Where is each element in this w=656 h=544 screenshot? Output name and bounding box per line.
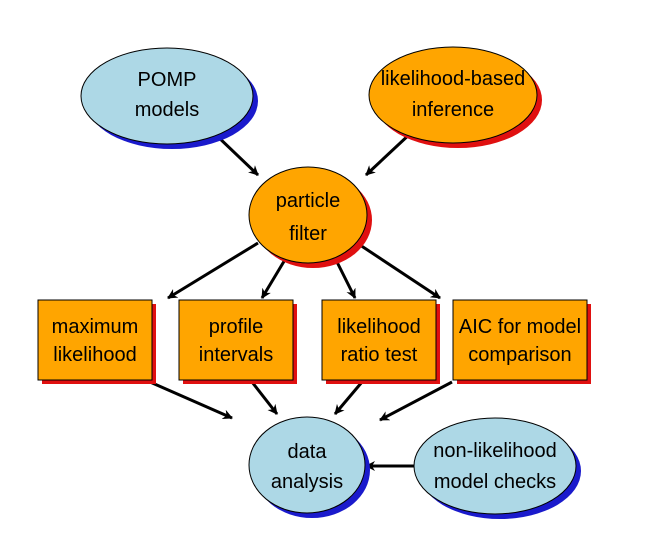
edge-particle-filter-to-profile bbox=[260, 257, 288, 299]
node-label-line1: data bbox=[288, 441, 328, 463]
node-shape bbox=[452, 299, 588, 381]
node-maximum-likelihood: maximum likelihood bbox=[37, 299, 156, 384]
node-label-line1: AIC for model bbox=[459, 316, 581, 338]
edge-likelihood-based-to-particle-filter bbox=[364, 130, 414, 177]
edge-aic-to-data-analysis bbox=[379, 380, 453, 422]
node-shape bbox=[248, 416, 366, 514]
node-non-likelihood-model-checks: non-likelihood model checks bbox=[413, 417, 581, 519]
node-aic-model-comparison: AIC for model comparison bbox=[452, 299, 591, 384]
node-shape bbox=[413, 417, 577, 515]
node-likelihood-based-inference: likelihood-based inference bbox=[368, 46, 542, 148]
node-shape bbox=[368, 46, 538, 144]
edge-max-likelihood-to-data-analysis bbox=[149, 380, 233, 420]
edge-ratio-test-to-data-analysis bbox=[333, 381, 364, 415]
node-shape bbox=[178, 299, 294, 381]
node-label-line2: filter bbox=[289, 223, 327, 245]
node-likelihood-ratio-test: likelihood ratio test bbox=[321, 299, 440, 384]
node-shape bbox=[80, 47, 254, 145]
node-label-line2: models bbox=[135, 99, 199, 121]
node-label-line1: likelihood bbox=[337, 316, 420, 338]
node-label-line2: comparison bbox=[468, 344, 571, 366]
node-label-line1: profile bbox=[209, 316, 263, 338]
node-shape bbox=[248, 166, 368, 264]
node-label-line2: ratio test bbox=[341, 344, 418, 366]
node-label-line2: likelihood bbox=[53, 344, 136, 366]
node-label-line2: inference bbox=[412, 99, 494, 121]
node-particle-filter: particle filter bbox=[248, 166, 372, 268]
node-pomp-models: POMP models bbox=[80, 47, 258, 149]
edge-particle-filter-to-ratio-test bbox=[333, 257, 357, 299]
node-label-line1: particle bbox=[276, 190, 340, 212]
edge-profile-to-data-analysis bbox=[250, 381, 279, 415]
edges bbox=[149, 130, 453, 471]
node-label-line1: POMP bbox=[138, 69, 197, 91]
edge-pomp-to-particle-filter bbox=[213, 132, 260, 177]
edge-particle-filter-to-max-likelihood bbox=[167, 241, 259, 300]
node-profile-intervals: profile intervals bbox=[178, 299, 297, 384]
node-label-line2: intervals bbox=[199, 344, 273, 366]
node-label-line2: model checks bbox=[434, 471, 556, 493]
node-label-line1: likelihood-based bbox=[381, 68, 526, 90]
node-shape bbox=[37, 299, 153, 381]
node-label-line1: maximum bbox=[52, 316, 139, 338]
node-shape bbox=[321, 299, 437, 381]
edge-particle-filter-to-aic bbox=[359, 243, 441, 300]
node-data-analysis: data analysis bbox=[248, 416, 370, 518]
node-label-line2: analysis bbox=[271, 471, 343, 493]
node-label-line1: non-likelihood bbox=[433, 440, 556, 462]
